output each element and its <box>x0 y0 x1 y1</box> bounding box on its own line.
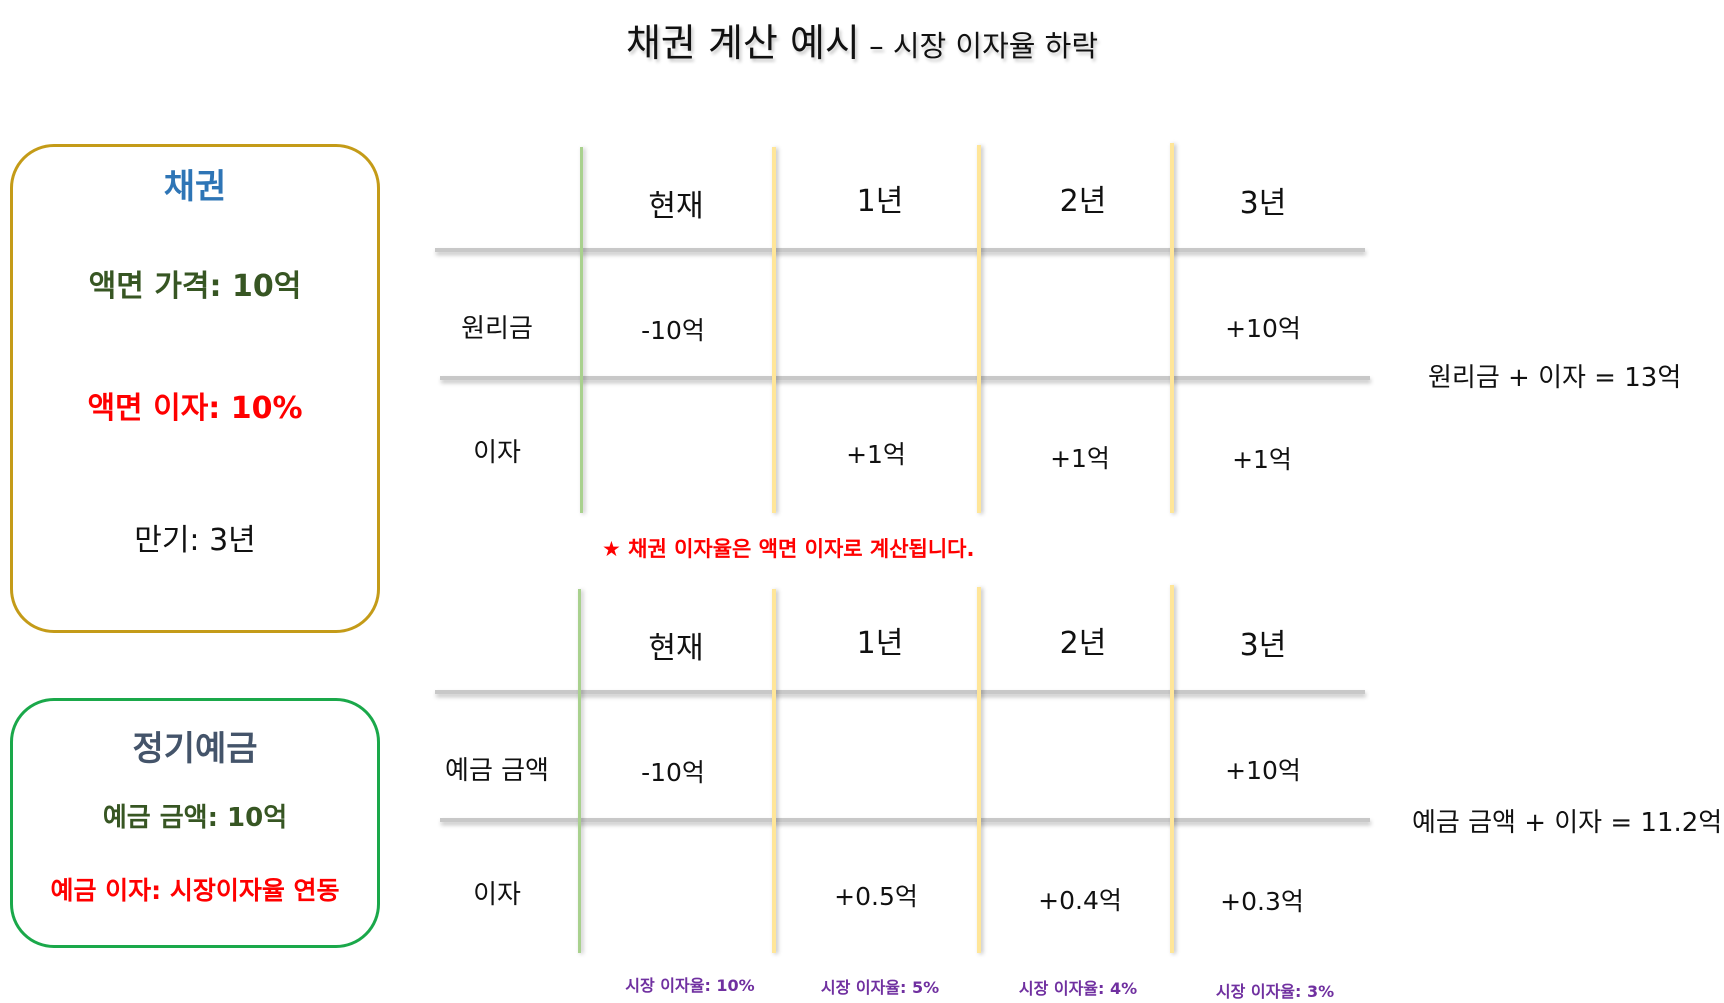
deposit-amount: 예금 금액: 10억 <box>102 803 288 833</box>
deposit-row-divider <box>440 818 1370 822</box>
bond-header-year3: 3년 <box>1239 186 1287 221</box>
bond-cell: -10억 <box>641 316 705 345</box>
deposit-cell: +0.5억 <box>834 882 918 911</box>
market-rate-year2: 시장 이자율: 4% <box>1018 979 1138 998</box>
bond-face-value: 액면 가격: 10억 <box>88 269 302 304</box>
bond-cell: +1억 <box>1232 445 1292 474</box>
deposit-cell: +0.3억 <box>1220 887 1304 916</box>
bond-cell: +1억 <box>846 440 906 469</box>
deposit-box-title: 정기예금 <box>132 729 258 769</box>
deposit-label-divider <box>578 589 581 953</box>
market-rate-year3: 시장 이자율: 3% <box>1215 982 1335 1001</box>
deposit-cell: -10억 <box>641 758 705 787</box>
bond-header-divider <box>435 248 1365 252</box>
bond-header-year2: 2년 <box>1059 184 1107 219</box>
market-rate-year1: 시장 이자율: 5% <box>820 978 940 997</box>
deposit-info-box: 정기예금 예금 금액: 10억 예금 이자: 시장이자율 연동 <box>10 698 380 948</box>
deposit-header-year1: 1년 <box>856 626 904 661</box>
bond-coupon-rate: 액면 이자: 10% <box>87 391 303 426</box>
bond-row-label-interest: 이자 <box>473 438 521 468</box>
deposit-row-label-amount: 예금 금액 <box>445 756 549 786</box>
title-sub: – 시장 이자율 하락 <box>859 29 1099 63</box>
bond-col-divider <box>1170 143 1174 513</box>
bond-label-divider <box>580 147 583 513</box>
deposit-summary: 예금 금액 + 이자 = 11.2억 <box>1412 808 1723 838</box>
bond-row-label-principal: 원리금 <box>461 314 533 344</box>
title-main: 채권 계산 예시 <box>625 21 860 65</box>
page-title: 채권 계산 예시 – 시장 이자율 하락 <box>0 12 1724 67</box>
deposit-col-divider <box>977 587 981 953</box>
deposit-header-now: 현재 <box>648 631 704 666</box>
coupon-note: ★ 채권 이자율은 액면 이자로 계산됩니다. <box>602 537 975 561</box>
bond-info-box: 채권 액면 가격: 10억 액면 이자: 10% 만기: 3년 <box>10 144 380 633</box>
deposit-header-year2: 2년 <box>1059 626 1107 661</box>
deposit-cell: +0.4억 <box>1038 886 1122 915</box>
bond-cell: +1억 <box>1050 444 1110 473</box>
bond-summary: 원리금 + 이자 = 13억 <box>1428 363 1682 393</box>
bond-cell: +10억 <box>1225 314 1301 343</box>
bond-maturity: 만기: 3년 <box>134 523 256 558</box>
deposit-col-divider <box>772 589 776 953</box>
deposit-col-divider <box>1170 585 1174 953</box>
bond-col-divider <box>977 145 981 513</box>
bond-row-divider <box>440 376 1370 380</box>
market-rate-now: 시장 이자율: 10% <box>625 976 755 995</box>
deposit-rate: 예금 이자: 시장이자율 연동 <box>50 876 340 905</box>
bond-col-divider <box>772 147 776 513</box>
bond-header-now: 현재 <box>648 189 704 224</box>
bond-box-title: 채권 <box>163 167 227 207</box>
deposit-header-divider <box>435 690 1365 694</box>
deposit-header-year3: 3년 <box>1239 628 1287 663</box>
deposit-row-label-interest: 이자 <box>473 880 521 910</box>
bond-header-year1: 1년 <box>856 184 904 219</box>
deposit-cell: +10억 <box>1225 756 1301 785</box>
